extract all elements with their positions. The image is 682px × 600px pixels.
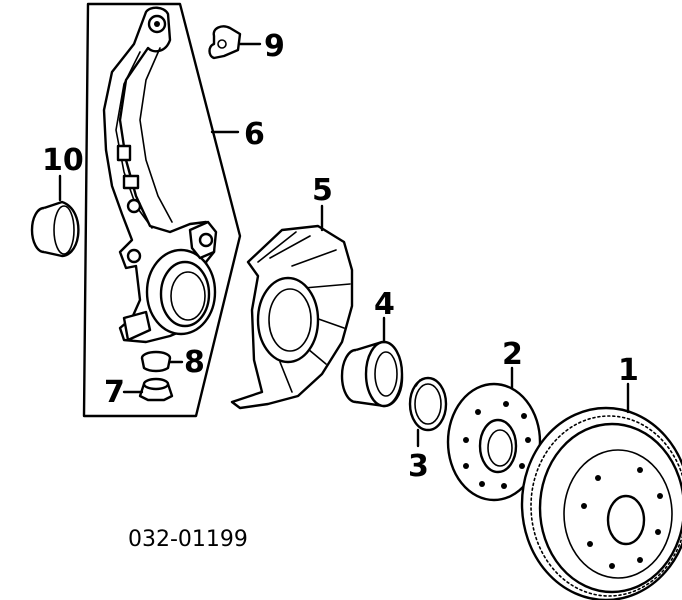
knuckle-group-bracket [82,2,242,418]
callout-3: 3 [408,449,429,484]
boot-part [138,377,174,402]
steering-knuckle [102,6,218,344]
dust-seal-part [30,200,80,258]
wheel-hub-part [446,382,542,502]
callout-7: 7 [104,375,125,410]
callout-1: 1 [618,353,639,388]
callout-9: 9 [264,29,285,64]
splash-shield-part [230,224,354,410]
snap-ring-part [408,376,448,432]
wheel-bearing-part [340,340,404,408]
callout-8: 8 [184,345,205,380]
callout-2: 2 [502,337,523,372]
clip-part [208,25,242,60]
brake-rotor-part [520,406,682,600]
callout-10: 10 [42,143,84,178]
callout-5: 5 [312,173,333,208]
callout-4: 4 [374,287,395,322]
part-code-label: 032-01199 [128,527,248,552]
seal-part [140,350,172,373]
callout-6: 6 [244,117,265,152]
